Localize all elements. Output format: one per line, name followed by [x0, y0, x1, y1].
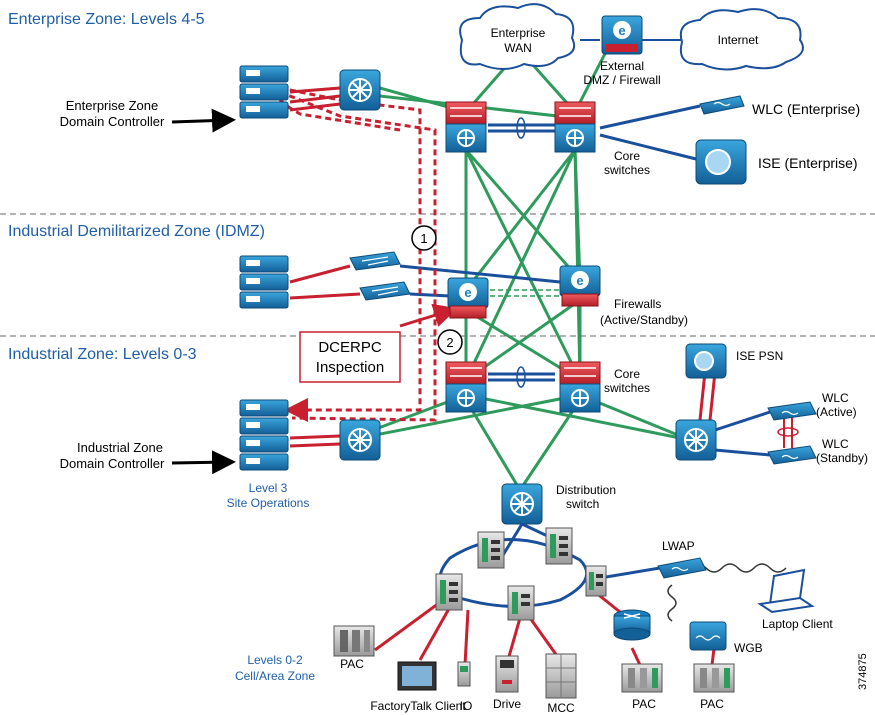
laptop-icon — [757, 568, 815, 614]
firewalls-label-1: Firewalls — [614, 297, 661, 311]
industrial-dc-label-2: Domain Controller — [60, 456, 165, 471]
wlc-standby-label-2: (Standby) — [816, 451, 868, 465]
svg-text:e: e — [618, 23, 625, 38]
wgb-label: WGB — [734, 641, 763, 655]
external-dmz-label-2: DMZ / Firewall — [583, 73, 660, 87]
pac-right-icon — [693, 663, 735, 693]
ie-switch-1-icon — [477, 531, 505, 569]
enterprise-access-switch-icon — [339, 69, 381, 111]
level3-label-2: Site Operations — [227, 496, 310, 510]
ie-switch-4-icon — [507, 585, 535, 621]
ise-enterprise-label: ISE (Enterprise) — [758, 155, 858, 171]
lwap-icon — [657, 557, 707, 579]
svg-text:e: e — [576, 273, 583, 288]
blue-links — [399, 104, 771, 608]
laptop-client-label: Laptop Client — [762, 617, 833, 631]
drive-icon — [495, 655, 519, 693]
enterprise-wan-label-2: WAN — [504, 41, 532, 55]
firewall-active-icon: e — [447, 277, 489, 319]
wlc-enterprise-label: WLC (Enterprise) — [752, 101, 860, 117]
factorytalk-client-icon — [397, 661, 437, 691]
levels02-label-1: Levels 0-2 — [247, 653, 303, 667]
router-icon — [613, 609, 651, 641]
ent-core-label-2: switches — [604, 163, 650, 177]
pac-left-label: PAC — [340, 657, 364, 671]
wlc-active-label-1: WLC — [822, 391, 849, 405]
wlc-active-icon — [767, 401, 817, 421]
industrial-dc-arrow — [171, 450, 236, 475]
mcc-label: MCC — [547, 701, 575, 715]
enterprise-zone-label: Enterprise Zone: Levels 4-5 — [8, 11, 205, 28]
level3-label-1: Level 3 — [249, 481, 288, 495]
dcerpc-inspection-box: DCERPC Inspection — [299, 331, 401, 383]
external-dmz-label-1: External — [600, 59, 644, 73]
idmz-switch-top-icon — [349, 251, 401, 271]
industrial-zone-label: Industrial Zone: Levels 0-3 — [8, 346, 197, 363]
io-icon — [457, 661, 471, 687]
wgb-icon — [689, 621, 727, 651]
wlc-active-label-2: (Active) — [816, 405, 857, 419]
firewalls-label-2: (Active/Standby) — [600, 313, 688, 327]
svg-text:e: e — [464, 285, 471, 300]
distribution-switch-icon — [501, 483, 543, 525]
ie-switch-2-icon — [545, 527, 573, 565]
wireless-lwap-wgb — [667, 584, 677, 622]
figure-id: 374875 — [857, 653, 869, 690]
industrial-dc-label-1: Industrial Zone — [77, 440, 163, 455]
io-label: IO — [460, 699, 473, 713]
mcc-icon — [545, 653, 577, 699]
enterprise-domain-controller-icon — [239, 65, 289, 119]
internet-label: Internet — [718, 33, 759, 47]
pac-left-icon — [333, 625, 375, 657]
pac-mid-label: PAC — [632, 697, 656, 711]
enterprise-wan-cloud: Enterprise WAN — [459, 3, 576, 70]
wlc-switch-icon — [675, 419, 717, 461]
industrial-domain-controller-icon — [239, 399, 289, 471]
ind-core-switch-right-icon — [559, 361, 601, 413]
wlc-standby-icon — [767, 445, 817, 465]
enterprise-wan-label-1: Enterprise — [491, 26, 546, 40]
ent-core-switch-right-icon — [554, 101, 596, 153]
enterprise-dc-label-1: Enterprise Zone — [66, 98, 159, 113]
drive-label: Drive — [493, 697, 521, 711]
marker-1-label: 1 — [420, 231, 427, 246]
lwap-label: LWAP — [662, 539, 695, 553]
idmz-zone-label: Industrial Demilitarized Zone (IDMZ) — [8, 223, 265, 240]
ind-core-switch-left-icon — [445, 361, 487, 413]
distribution-label-1: Distribution — [556, 483, 616, 497]
ise-psn-icon — [685, 343, 727, 379]
ise-psn-label: ISE PSN — [736, 349, 783, 363]
idmz-switch-bottom-icon — [359, 281, 411, 301]
ise-enterprise-icon — [695, 139, 747, 185]
enterprise-dc-arrow — [171, 108, 236, 133]
ind-core-label-1: Core — [614, 367, 640, 381]
ind-core-label-2: switches — [604, 381, 650, 395]
factorytalk-client-label: FactoryTalk Client — [370, 699, 466, 713]
firewall-sync-links — [490, 289, 560, 297]
wlc-standby-label-1: WLC — [822, 437, 849, 451]
internet-cloud: Internet — [679, 8, 804, 71]
marker-2-label: 2 — [446, 335, 453, 350]
pac-right-label: PAC — [700, 697, 724, 711]
distribution-label-2: switch — [566, 497, 599, 511]
dcerpc-label-2: Inspection — [316, 359, 384, 376]
level3-switch-icon — [339, 419, 381, 461]
ie-switch-3-icon — [435, 573, 463, 611]
pac-mid-icon — [621, 663, 663, 693]
marker-1: 1 — [411, 225, 437, 251]
external-firewall-icon: e — [601, 15, 643, 55]
ent-core-label-1: Core — [614, 149, 640, 163]
dcerpc-label-1: DCERPC — [318, 339, 382, 356]
marker-2: 2 — [437, 329, 463, 355]
ent-core-switch-left-icon — [445, 101, 487, 153]
levels02-label-2: Cell/Area Zone — [235, 669, 315, 683]
firewall-standby-icon: e — [559, 265, 601, 307]
idmz-server-icon — [239, 255, 289, 309]
wlc-enterprise-icon — [699, 95, 745, 115]
ie-switch-5-icon — [585, 565, 607, 597]
wireless-lwap-laptop — [689, 563, 787, 573]
enterprise-dc-label-2: Domain Controller — [60, 114, 165, 129]
